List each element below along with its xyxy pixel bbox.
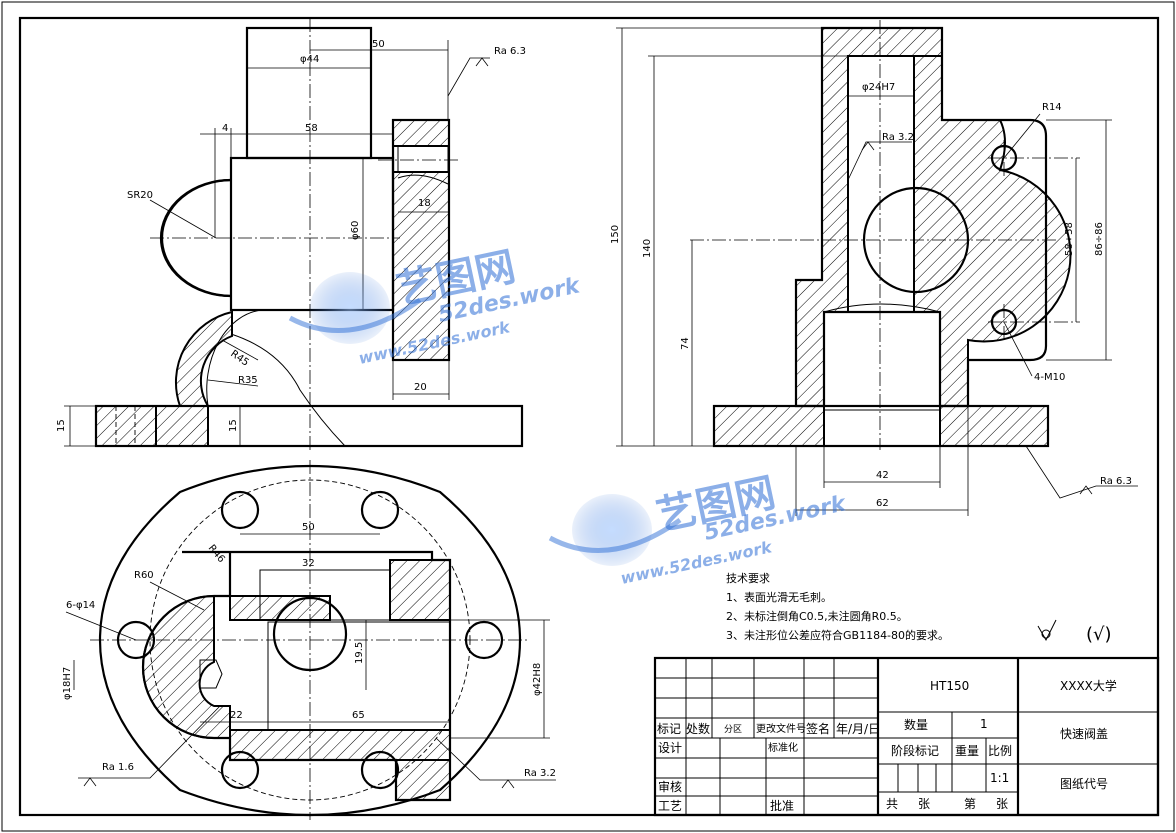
roughness-ra63-right: Ra 6.3	[1100, 476, 1132, 487]
technical-notes: 技术要求 1、表面光滑无毛刺。 2、未标注倒角C0.5,未注圆角R0.5。 3、…	[726, 572, 1112, 645]
notes-heading: 技术要求	[726, 572, 770, 585]
dim-20: 20	[414, 382, 427, 393]
dim-phi44: φ44	[300, 54, 319, 65]
design-label: 设计	[658, 741, 682, 755]
weight-label: 重量	[955, 744, 979, 758]
mark-label: 标记	[657, 722, 681, 736]
scale-label: 比例	[988, 744, 1012, 758]
front-view-dimensions: φ44 50 Ra 6.3 4 58 SR20 φ60 18 R45 R35 2…	[56, 39, 526, 447]
dim-15-inner: 15	[228, 419, 239, 432]
dim-50-top: 50	[372, 39, 385, 50]
approve-label: 批准	[770, 798, 794, 813]
dim-r45: R45	[228, 348, 250, 368]
watermark-1: 艺图网 52des.work www.52des.work	[288, 244, 583, 368]
dim-phi42h8: φ42H8	[532, 663, 543, 696]
side-view	[690, 20, 1080, 450]
dim-32: 32	[302, 558, 315, 569]
plan-view	[90, 460, 530, 820]
front-view	[94, 18, 524, 450]
dim-58-58: 58÷58	[1064, 222, 1075, 256]
roughness-symbol-icon	[1037, 619, 1057, 642]
dim-86-86: 86÷86	[1094, 222, 1105, 256]
watermark-2: 艺图网 52des.work www.52des.work	[548, 470, 849, 588]
scale-value: 1:1	[990, 771, 1009, 785]
drawing-number: 图纸代号	[1060, 777, 1108, 791]
sheets-label-2: 张	[996, 797, 1008, 811]
dim-74: 74	[680, 337, 691, 350]
dim-19-5: 19.5	[354, 642, 365, 664]
dim-4: 4	[222, 123, 228, 134]
dim-r35: R35	[238, 375, 258, 386]
roughness-ra63-top: Ra 6.3	[494, 46, 526, 57]
zone-label: 分区	[724, 724, 742, 735]
standard-label: 标准化	[768, 741, 798, 754]
roughness-default: (√)	[1086, 624, 1112, 645]
qty-value: 1	[980, 717, 988, 731]
roughness-ra32-bottom: Ra 3.2	[524, 768, 556, 779]
globe-logo-icon-2	[572, 494, 652, 566]
globe-logo-icon	[310, 272, 390, 344]
process-label: 工艺	[658, 799, 682, 813]
dim-phi60: φ60	[350, 221, 361, 240]
dim-18: 18	[418, 198, 431, 209]
dim-r14: R14	[1042, 102, 1062, 113]
sheets-label: 张	[918, 797, 930, 811]
dim-65: 65	[352, 710, 365, 721]
dim-r46: R46	[206, 543, 227, 565]
sign-label: 签名	[806, 721, 830, 736]
title-block: HT150 XXXX大学 快速阀盖 图纸代号 数量 1 阶段标记 重量 比例 1…	[653, 656, 1160, 817]
part-name: 快速阀盖	[1060, 727, 1108, 741]
dim-42: 42	[876, 470, 889, 481]
count-label: 处数	[686, 721, 710, 736]
dim-140: 140	[642, 239, 653, 258]
notes-line-2: 2、未标注倒角C0.5,未注圆角R0.5。	[726, 609, 908, 623]
sheet-no-label: 第	[964, 797, 976, 811]
material: HT150	[930, 679, 969, 693]
dim-62: 62	[876, 498, 889, 509]
notes-line-3: 3、未注形位公差应符合GB1184-80的要求。	[726, 628, 949, 642]
dim-phi24h7: φ24H7	[862, 82, 895, 93]
dim-15-left: 15	[56, 419, 67, 432]
qty-label: 数量	[904, 717, 928, 732]
dim-4-m10: 4-M10	[1034, 372, 1065, 383]
review-label: 审核	[658, 779, 682, 794]
dim-sr20: SR20	[127, 190, 153, 201]
stage-mark-label: 阶段标记	[891, 743, 939, 758]
roughness-ra16: Ra 1.6	[102, 762, 134, 773]
dim-r60: R60	[134, 570, 154, 581]
roughness-ra32-mid: Ra 3.2	[882, 132, 914, 143]
dim-150: 150	[610, 225, 621, 244]
total-label: 共	[886, 797, 898, 811]
dim-phi18h7: φ18H7	[62, 667, 73, 700]
date-label: 年/月/日	[836, 722, 880, 736]
dim-58: 58	[305, 123, 318, 134]
school-name: XXXX大学	[1060, 678, 1117, 693]
dim-6-phi14: 6-φ14	[66, 600, 95, 611]
notes-line-1: 1、表面光滑无毛刺。	[726, 590, 832, 604]
change-doc-label: 更改文件号	[756, 722, 806, 735]
sheet-border-inner	[18, 16, 1160, 817]
side-view-dimensions: 150 140 φ24H7 Ra 3.2 R14 58÷58 86÷86 74 …	[610, 27, 1138, 516]
dim-22: 22	[230, 710, 243, 721]
dim-50-plan: 50	[302, 522, 315, 533]
